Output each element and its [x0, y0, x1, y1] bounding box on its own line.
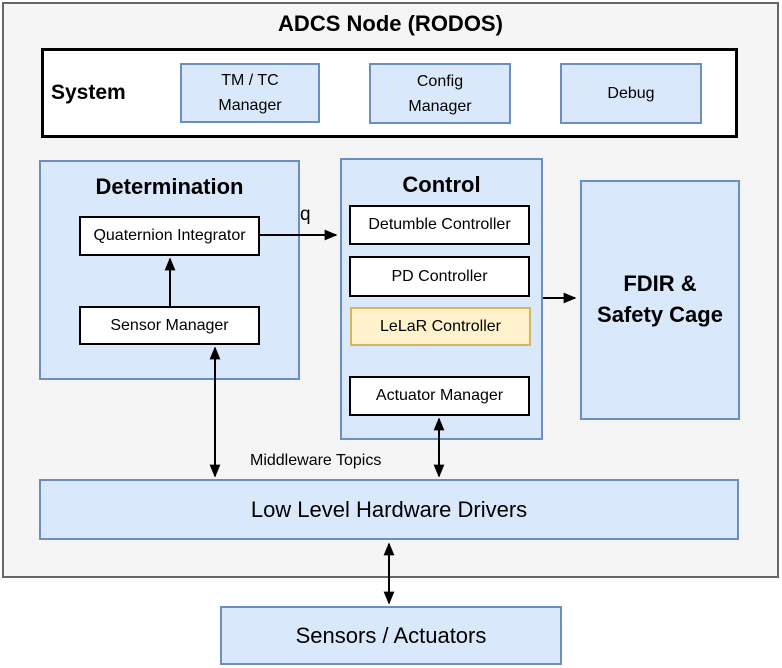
low-level-hardware-drivers-box: Low Level Hardware Drivers — [39, 479, 739, 540]
lelar-controller-box: LeLaR Controller — [350, 307, 531, 346]
quaternion-integrator-box: Quaternion Integrator — [79, 216, 260, 256]
middleware-topics-label: Middleware Topics — [250, 452, 382, 469]
detumble-controller-box: Detumble Controller — [349, 205, 530, 245]
adcs-node-title: ADCS Node (RODOS) — [278, 11, 503, 36]
fdir-safety-cage-box: FDIR & Safety Cage — [580, 180, 740, 420]
config-manager-box: Config Manager — [369, 63, 511, 124]
debug-box: Debug — [560, 63, 702, 124]
determination-title: Determination — [95, 174, 244, 199]
pd-controller-box: PD Controller — [349, 256, 530, 297]
control-title: Control — [402, 172, 481, 197]
quaternion-signal-label: q — [300, 204, 311, 225]
system-label: System — [51, 81, 126, 104]
actuator-manager-box: Actuator Manager — [349, 376, 530, 416]
sensors-actuators-box: Sensors / Actuators — [220, 606, 562, 665]
sensor-manager-box: Sensor Manager — [79, 306, 260, 345]
tm-tc-manager-box: TM / TC Manager — [180, 63, 320, 123]
determination-box: Determination — [39, 160, 300, 380]
